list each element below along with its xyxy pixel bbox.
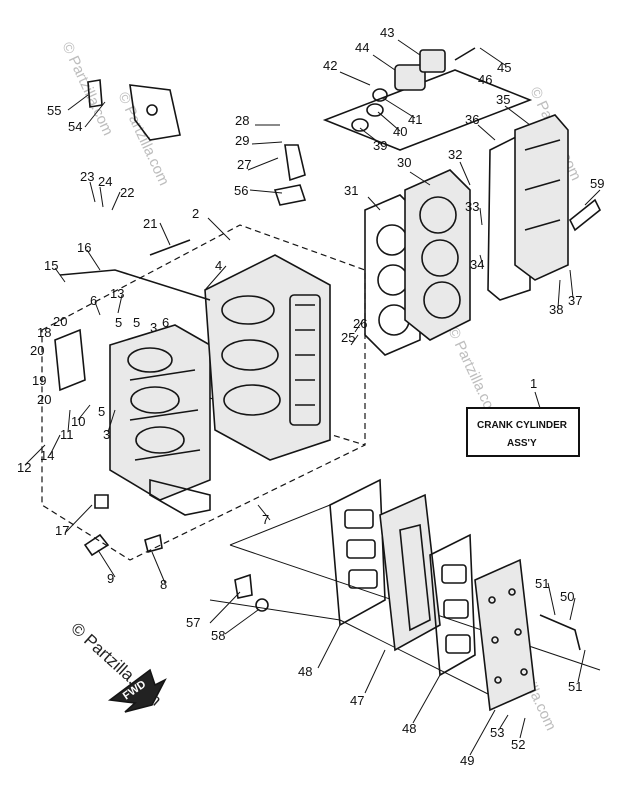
callout-42: 42 (323, 58, 337, 73)
water-hose (539, 614, 581, 651)
callout-7: 7 (262, 512, 269, 527)
callout-19: 19 (32, 373, 46, 388)
callout-27: 27 (237, 157, 251, 172)
assembly-label-line1: CRANK CYLINDER (477, 420, 568, 431)
callout-22: 22 (120, 185, 134, 200)
callout-2: 2 (192, 206, 199, 221)
callout-13: 13 (110, 286, 124, 301)
callout-9: 9 (107, 571, 114, 586)
callout-5: 5 (133, 315, 140, 330)
callout-11: 11 (60, 427, 74, 442)
crankcase-half (109, 324, 211, 516)
callout-20: 20 (53, 314, 67, 329)
callout-36: 36 (465, 112, 479, 127)
callout-43: 43 (380, 25, 394, 40)
callout-17: 17 (55, 523, 69, 538)
callout-12: 12 (17, 460, 31, 475)
water-pipe (59, 269, 211, 301)
cylinder-head-cover (514, 114, 569, 281)
exhaust-outer-gasket (429, 533, 476, 677)
bracket-57 (234, 573, 253, 599)
assembly-label-line2: ASS'Y (507, 438, 537, 449)
thermostat-assembly (322, 47, 533, 151)
callout-49: 49 (460, 753, 474, 768)
callout-56: 56 (234, 183, 248, 198)
callout-1: 1 (530, 376, 537, 391)
callout-58: 58 (211, 628, 225, 643)
callout-20: 20 (30, 343, 44, 358)
callout-18: 18 (37, 325, 51, 340)
assembly-label-box: CRANK CYLINDER ASS'Y (466, 391, 580, 457)
stud-bolt-21 (149, 239, 191, 256)
callout-38: 38 (549, 302, 563, 317)
fitting-17 (94, 494, 109, 509)
callout-31: 31 (344, 183, 358, 198)
callout-39: 39 (373, 138, 387, 153)
side-cover (54, 328, 86, 392)
callout-54: 54 (68, 119, 82, 134)
callout-5: 5 (115, 315, 122, 330)
assembly-dashed-guide (199, 394, 366, 446)
callout-3: 3 (150, 320, 157, 335)
exhaust-inner-gasket (329, 478, 386, 627)
callout-21: 21 (143, 216, 157, 231)
callout-29: 29 (235, 133, 249, 148)
callout-57: 57 (186, 615, 200, 630)
callout-25: 25 (341, 330, 355, 345)
callout-23: 23 (80, 169, 94, 184)
callout-48: 48 (298, 664, 312, 679)
exhaust-inner-cover (379, 493, 441, 652)
leader-lines (24, 39, 601, 756)
callout-47: 47 (350, 693, 364, 708)
callout-3: 3 (103, 427, 110, 442)
callout-15: 15 (44, 258, 58, 273)
callout-28: 28 (235, 113, 249, 128)
callout-52: 52 (511, 737, 525, 752)
callout-32: 32 (448, 147, 462, 162)
callout-44: 44 (355, 40, 369, 55)
bolt-58 (255, 598, 269, 612)
callout-6: 6 (162, 315, 169, 330)
callout-30: 30 (397, 155, 411, 170)
cylinder-head (404, 169, 471, 341)
callout-14: 14 (40, 448, 54, 463)
anode-bracket (273, 144, 307, 206)
callout-20: 20 (37, 392, 51, 407)
callout-33: 33 (465, 199, 479, 214)
callout-10: 10 (71, 414, 85, 429)
fwd-arrow: FWD (107, 668, 167, 713)
exhaust-outer-cover (474, 558, 536, 712)
fitting-9 (83, 533, 110, 557)
callout-55: 55 (47, 103, 61, 118)
callout-53: 53 (490, 725, 504, 740)
callout-34: 34 (470, 257, 484, 272)
callout-51: 51 (568, 679, 582, 694)
cylinder-block (204, 254, 331, 461)
callout-35: 35 (496, 92, 510, 107)
callout-46: 46 (478, 72, 492, 87)
callout-59: 59 (590, 176, 604, 191)
callout-8: 8 (160, 577, 167, 592)
callout-50: 50 (560, 589, 574, 604)
callout-6: 6 (90, 293, 97, 308)
watermark-mid-left: © Partzilla.com (114, 90, 172, 189)
callout-48: 48 (402, 721, 416, 736)
callout-51: 51 (535, 576, 549, 591)
callout-24: 24 (98, 174, 112, 189)
callout-4: 4 (215, 258, 222, 273)
spark-plug (568, 198, 602, 232)
callout-45: 45 (497, 60, 511, 75)
callout-37: 37 (568, 293, 582, 308)
callout-41: 41 (408, 112, 422, 127)
callout-5: 5 (98, 404, 105, 419)
bolt-8 (144, 533, 163, 553)
